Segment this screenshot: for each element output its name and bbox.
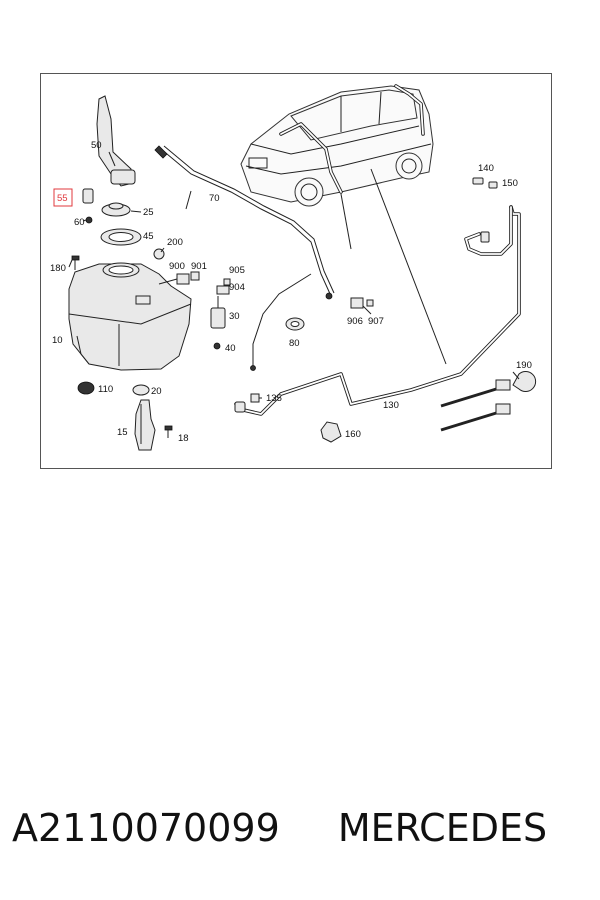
parts-diagram: 50 55 60 25 45 200 180 900 901 905 904 3… [50, 84, 537, 451]
label-906: 906 [347, 316, 363, 327]
part-number: A2110070099 [12, 806, 280, 850]
connector-140-150 [472, 177, 498, 243]
cap-25 [101, 202, 131, 217]
jet-nozzles-190 [440, 371, 537, 432]
cap-110 [77, 381, 95, 395]
label-140: 140 [478, 163, 494, 174]
screw-18 [164, 425, 173, 438]
label-50: 50 [91, 140, 102, 151]
parts-diagram-frame: 50 55 60 25 45 200 180 900 901 905 904 3… [40, 73, 552, 469]
clip-160 [320, 421, 342, 443]
pump-30 [210, 278, 231, 329]
grommet-80 [285, 317, 305, 331]
brand-name: MERCEDES [337, 806, 548, 850]
label-15: 15 [117, 427, 128, 438]
label-200: 200 [167, 237, 183, 248]
label-45: 45 [143, 231, 154, 242]
label-110: 110 [98, 384, 113, 395]
label-901: 901 [191, 261, 207, 272]
filler-neck-50 [96, 95, 136, 187]
grommet-20 [132, 384, 150, 396]
hose-70 [154, 145, 335, 371]
bracket-15 [134, 399, 156, 451]
screw-180 [71, 255, 80, 270]
label-180: 180 [50, 263, 66, 274]
label-25: 25 [143, 207, 154, 218]
label-905: 905 [229, 265, 245, 276]
seal-ring-45 [100, 228, 142, 246]
leader-lines [68, 151, 520, 399]
label-18: 18 [178, 433, 189, 444]
label-20: 20 [151, 386, 162, 397]
label-10: 10 [52, 335, 63, 346]
car-illustration [240, 84, 434, 207]
label-70: 70 [209, 193, 220, 204]
label-30: 30 [229, 311, 240, 322]
footer-caption: A2110070099 MERCEDES [12, 806, 592, 856]
label-907: 907 [368, 316, 384, 327]
part-40 [213, 342, 221, 350]
label-900: 900 [169, 261, 185, 272]
highlight-box [53, 188, 73, 207]
reservoir-10 [68, 262, 192, 371]
part-135 [234, 393, 260, 413]
label-160: 160 [345, 429, 361, 440]
part-900-901 [158, 271, 200, 285]
connector-906-907 [325, 292, 374, 309]
part-60 [85, 216, 93, 224]
part-labels: 50 55 60 25 45 200 180 900 901 905 904 3… [50, 140, 532, 444]
label-60: 60 [74, 217, 85, 228]
label-80: 80 [289, 338, 300, 349]
label-40: 40 [225, 343, 236, 354]
label-130: 130 [383, 400, 399, 411]
label-150: 150 [502, 178, 518, 189]
hose-130 [234, 205, 521, 416]
label-55: 55 [57, 193, 68, 204]
label-904: 904 [229, 282, 245, 293]
label-135: 135 [266, 393, 282, 404]
label-190: 190 [516, 360, 532, 371]
part-55 [82, 188, 94, 204]
